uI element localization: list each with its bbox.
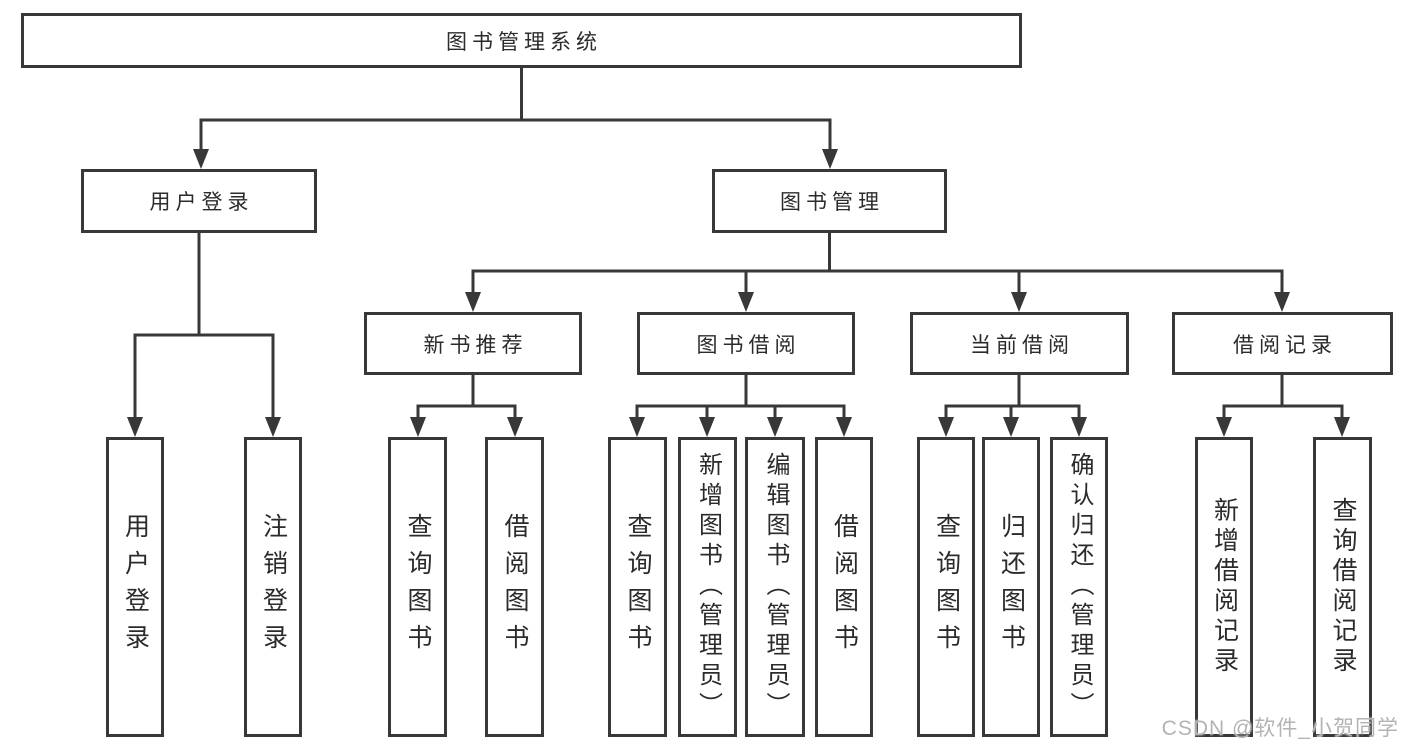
node-borrowing-records: 借阅记录: [1172, 312, 1393, 375]
connector-book-management: [465, 233, 1290, 312]
node-book-borrowing: 图书借阅: [637, 312, 855, 375]
leaf-add-borrow-record: 新增借阅记录: [1195, 437, 1253, 737]
leaf-return-books: 归还图书: [982, 437, 1040, 737]
leaf-logout: 注销登录: [244, 437, 302, 737]
leaf-borrow-books-recommend: 借阅图书: [485, 437, 544, 737]
connector-book-borrowing: [629, 375, 852, 437]
leaf-confirm-return-admin: 确认归还（管理员）: [1050, 437, 1108, 737]
connector-user-login: [127, 233, 281, 437]
connector-new-book-recommendation: [410, 375, 523, 437]
leaf-borrow-books: 借阅图书: [815, 437, 873, 737]
leaf-user-login: 用户登录: [106, 437, 164, 737]
leaf-add-borrow-record-label: 新增借阅记录: [1210, 497, 1239, 677]
leaf-query-books-recommend-label: 查询图书: [404, 513, 432, 661]
leaf-borrow-books-recommend-label: 借阅图书: [501, 513, 529, 661]
leaf-borrow-books-label: 借阅图书: [830, 513, 859, 661]
node-user-login: 用户登录: [81, 169, 317, 233]
node-current-borrowing: 当前借阅: [910, 312, 1129, 375]
leaf-query-books-current-label: 查询图书: [932, 513, 961, 661]
node-book-management: 图书管理: [712, 169, 947, 233]
connector-borrowing-records: [1216, 375, 1350, 437]
leaf-query-books-borrowing: 查询图书: [608, 437, 667, 737]
leaf-edit-book-admin: 编辑图书（管理员）: [745, 437, 805, 737]
node-library-management-system: 图书管理系统: [21, 13, 1022, 68]
leaf-query-books-recommend: 查询图书: [388, 437, 447, 737]
connector-root: [193, 68, 838, 169]
leaf-edit-book-admin-label: 编辑图书（管理员）: [762, 452, 789, 722]
leaf-logout-label: 注销登录: [259, 513, 288, 661]
leaf-confirm-return-admin-label: 确认归还（管理员）: [1066, 452, 1093, 722]
leaf-query-borrow-record-label: 查询借阅记录: [1329, 497, 1357, 677]
leaf-add-book-admin-label: 新增图书（管理员）: [694, 452, 722, 722]
leaf-return-books-label: 归还图书: [997, 513, 1026, 661]
connector-current-borrowing: [938, 375, 1087, 437]
leaf-query-books-current: 查询图书: [917, 437, 975, 737]
node-new-book-recommendation: 新书推荐: [364, 312, 582, 375]
leaf-user-login-label: 用户登录: [121, 513, 150, 661]
csdn-watermark: CSDN @软件_小贺同学: [1161, 717, 1399, 740]
leaf-query-books-borrowing-label: 查询图书: [624, 513, 652, 661]
leaf-query-borrow-record: 查询借阅记录: [1313, 437, 1372, 737]
leaf-add-book-admin: 新增图书（管理员）: [678, 437, 737, 737]
